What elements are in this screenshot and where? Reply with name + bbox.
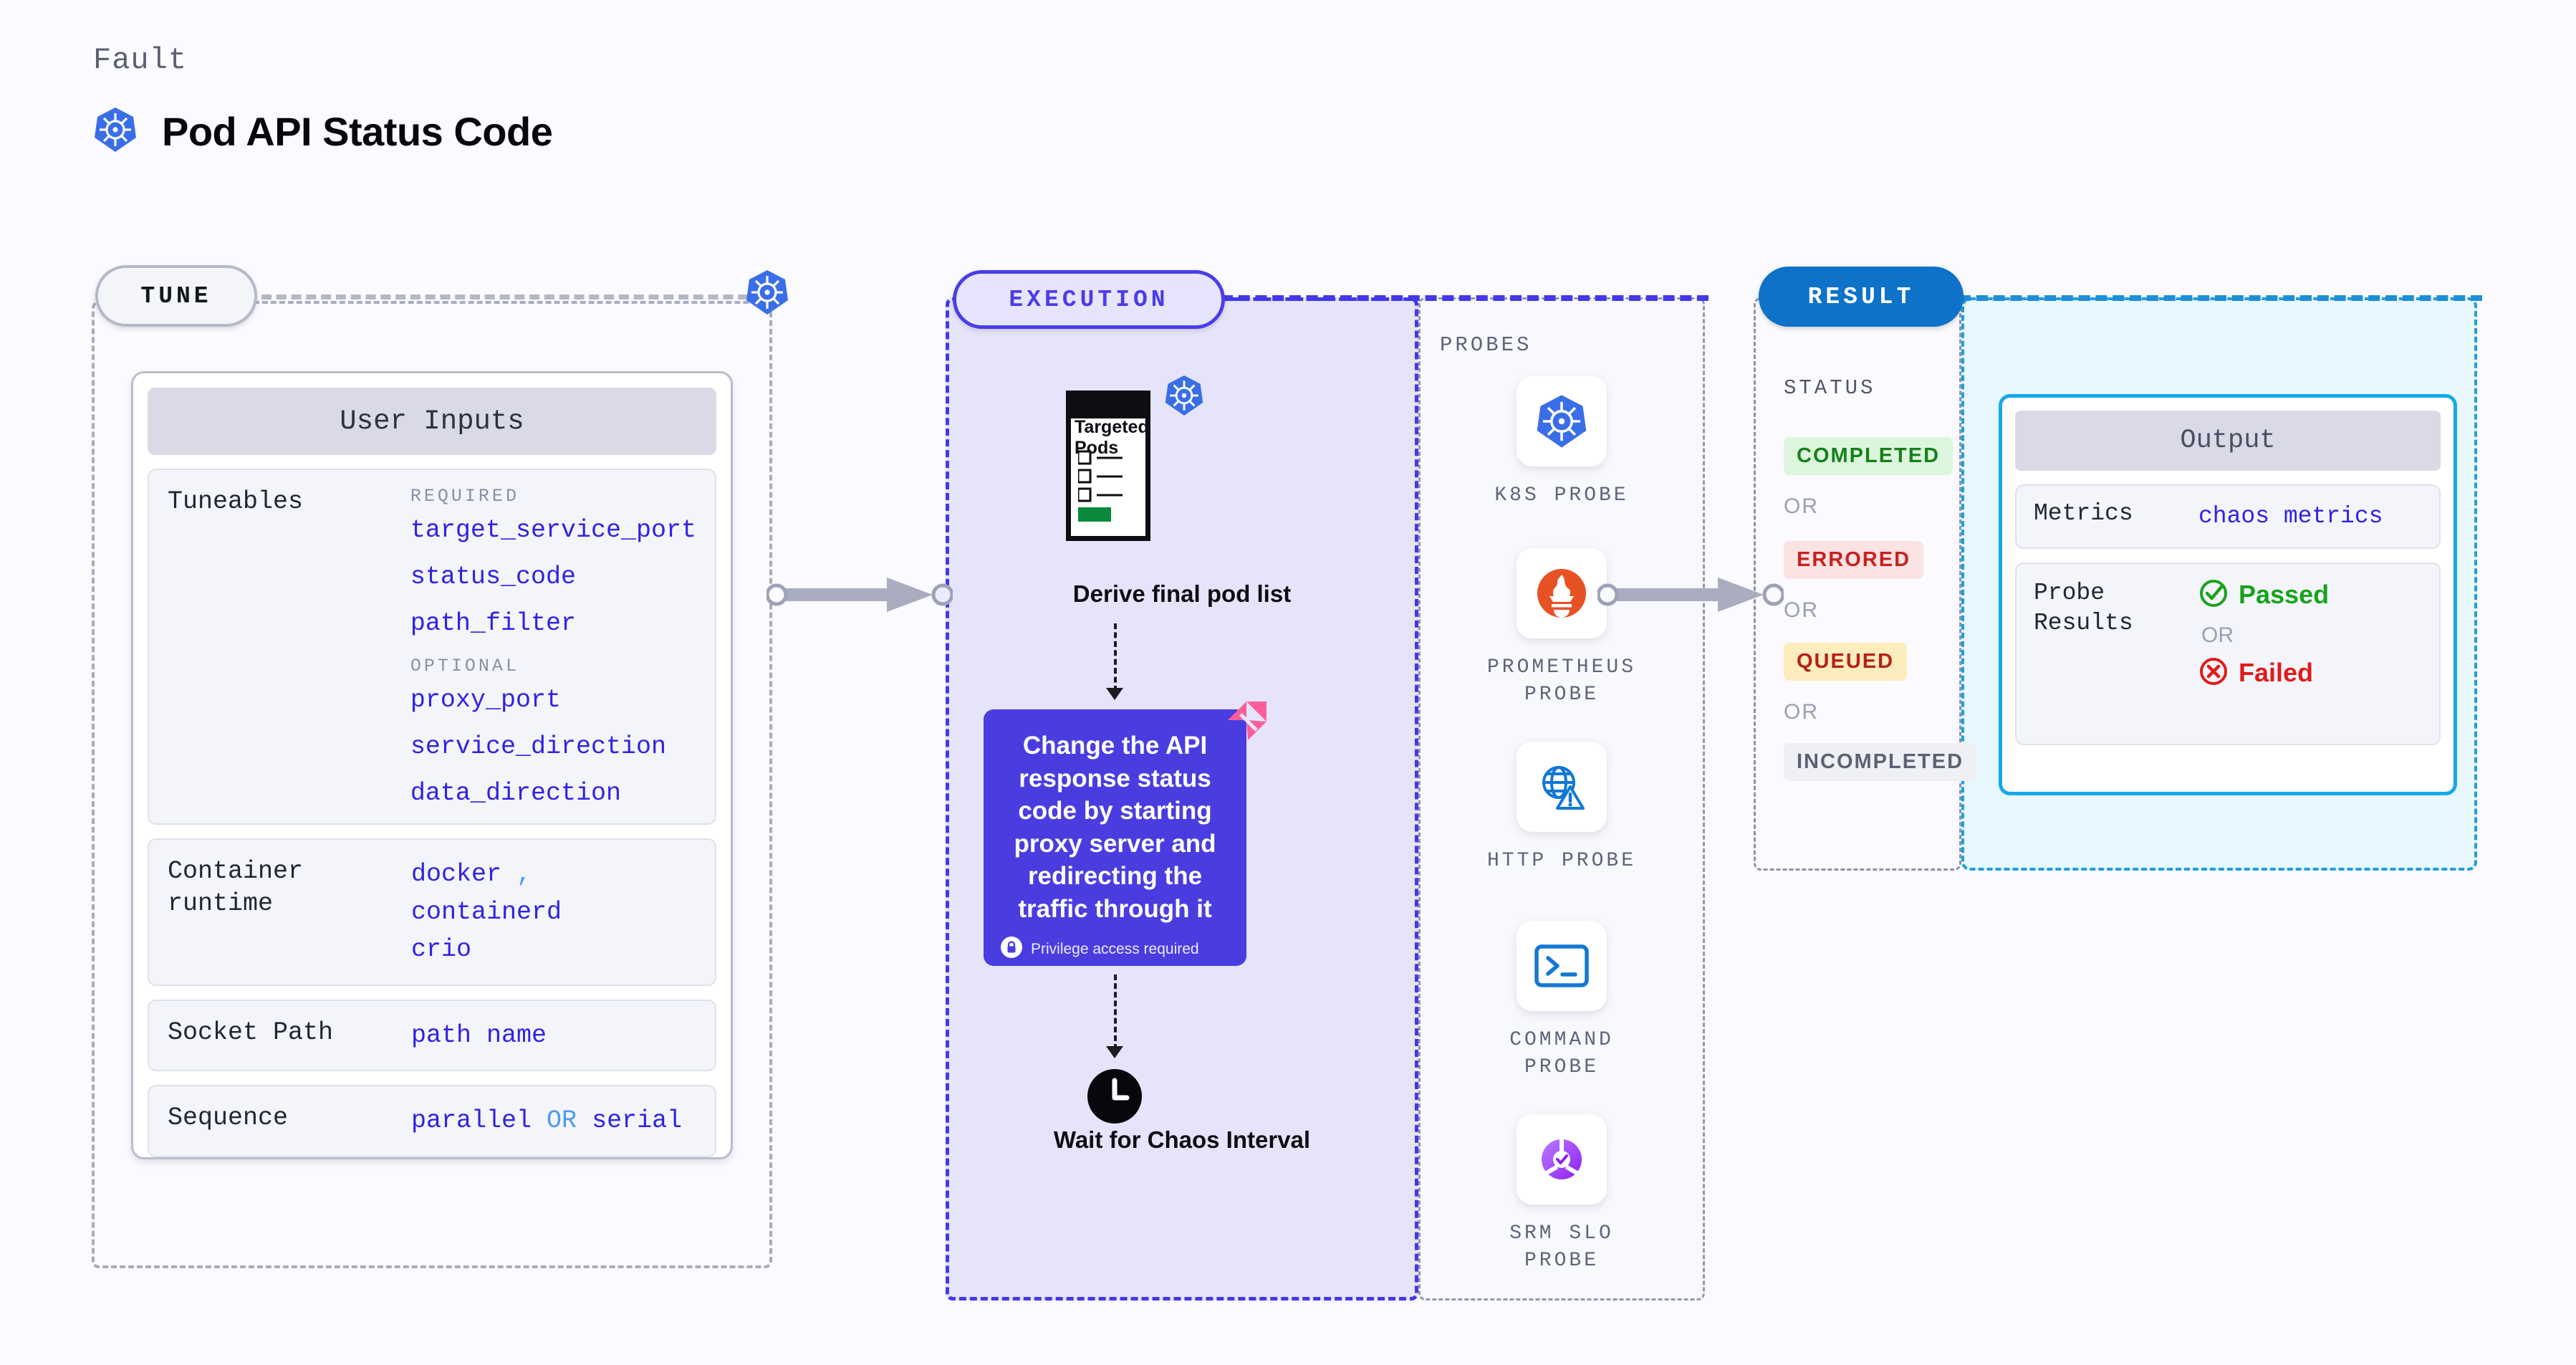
wait-interval-caption: Wait for Chaos Interval [1053, 1126, 1311, 1153]
sequence-value-a: parallel [411, 1106, 532, 1135]
metrics-label: Metrics [2034, 500, 2133, 527]
execution-connector-line [1221, 295, 1708, 301]
page-header: Fault Pod API Status Code [93, 43, 553, 157]
flow-arrowhead-2 [1105, 1045, 1125, 1063]
runtime-value: docker [411, 860, 502, 889]
status-title: STATUS [1784, 376, 1876, 400]
user-inputs-card: User Inputs Tuneables REQUIRED target_se… [131, 371, 733, 1159]
tune-panel [92, 301, 772, 1268]
probe-srm-slo[interactable]: SRM SLO PROBE [1472, 1114, 1651, 1275]
privilege-note: Privilege access required [1001, 937, 1229, 962]
page-title: Pod API Status Code [162, 109, 553, 154]
tuneables-label: Tuneables [168, 487, 304, 516]
privilege-note-text: Privilege access required [1031, 940, 1199, 957]
result-badge[interactable]: RESULT [1759, 267, 1964, 327]
sequence-value-b: serial [592, 1106, 683, 1135]
arrow-tune-to-execution [765, 573, 954, 620]
probe-results-section: Probe Results Passed OR [2015, 562, 2441, 745]
clock-icon [1087, 1069, 1142, 1127]
required-label: REQUIRED [410, 486, 519, 507]
status-badge-completed: COMPLETED [1784, 437, 1953, 475]
socket-path-label: Socket Path [168, 1017, 334, 1047]
result-connector-line [1959, 295, 2482, 301]
x-circle-icon [2198, 656, 2229, 690]
output-title: Output [2015, 411, 2441, 471]
kubernetes-icon [745, 269, 789, 320]
probes-title: PROBES [1440, 333, 1532, 357]
status-badge-queued: QUEUED [1784, 643, 1908, 681]
probe-label: COMMAND PROBE [1509, 1029, 1614, 1078]
probe-results-or: OR [2201, 623, 2234, 647]
probe-label: HTTP PROBE [1486, 850, 1637, 872]
probe-prometheus[interactable]: PROMETHEUS PROBE [1472, 548, 1651, 709]
execution-badge[interactable]: EXECUTION [953, 270, 1225, 329]
status-badge-errored: ERRORED [1784, 541, 1924, 579]
runtime-value: crio [411, 935, 472, 964]
container-runtime-section: Container runtime docker , containerd cr… [148, 838, 716, 986]
fault-eyebrow: Fault [93, 43, 188, 77]
socket-path-section: Socket Path path name [148, 999, 716, 1071]
sequence-section: Sequence parallel OR serial [148, 1085, 716, 1157]
probe-results-label: Probe Results [2034, 579, 2133, 636]
srm-slo-icon [1517, 1114, 1607, 1204]
tune-badge[interactable]: TUNE [95, 265, 257, 327]
targeted-pods-card [1066, 391, 1150, 541]
probe-passed-label: Passed [2239, 580, 2330, 609]
flow-connector-2 [1114, 974, 1117, 1050]
flow-arrowhead-1 [1105, 686, 1125, 704]
probe-http[interactable]: HTTP PROBE [1472, 742, 1651, 875]
flow-connector-1 [1114, 623, 1117, 691]
runtime-separator: , [516, 860, 532, 889]
probe-label: PROMETHEUS PROBE [1486, 656, 1637, 706]
chaos-flag-icon [1225, 699, 1269, 743]
user-inputs-title: User Inputs [148, 388, 716, 455]
globe-warning-icon [1517, 742, 1607, 832]
kubernetes-icon [93, 106, 138, 157]
status-or: OR [1784, 700, 1819, 724]
status-badge-incompleted: INCOMPLETED [1784, 743, 1977, 781]
tuneable-item[interactable]: data_direction [410, 779, 621, 808]
probe-command[interactable]: COMMAND PROBE [1472, 921, 1651, 1081]
action-card: Change the API response status code by s… [984, 709, 1246, 966]
check-circle-icon [2198, 578, 2229, 612]
status-or: OR [1784, 494, 1819, 518]
tuneable-item[interactable]: service_direction [410, 732, 666, 761]
probe-label: K8S PROBE [1494, 484, 1629, 507]
tuneable-item[interactable]: path_filter [410, 609, 576, 638]
metrics-section: Metrics chaos metrics [2015, 484, 2441, 549]
kubernetes-icon [1164, 374, 1204, 421]
action-description: Change the API response status code by s… [1014, 732, 1216, 923]
kubernetes-icon [1517, 376, 1607, 466]
runtime-value: containerd [411, 897, 562, 926]
sequence-or: OR [547, 1106, 577, 1135]
output-card: Output Metrics chaos metrics Probe Resul… [1999, 394, 2457, 795]
status-or: OR [1784, 598, 1819, 622]
tune-connector-line [261, 294, 763, 300]
targeted-pods-title: Targeted Pods [1075, 417, 1149, 458]
sequence-label: Sequence [168, 1103, 289, 1132]
tuneables-section: Tuneables REQUIRED target_service_port s… [148, 469, 716, 825]
tuneable-item[interactable]: status_code [410, 562, 576, 591]
probe-k8s[interactable]: K8S PROBE [1472, 376, 1651, 509]
terminal-icon [1517, 921, 1607, 1011]
derive-pod-list-caption: Derive final pod list [1072, 580, 1292, 607]
probe-label: SRM SLO PROBE [1509, 1222, 1614, 1272]
prometheus-icon [1517, 548, 1607, 638]
metrics-value: chaos metrics [2198, 503, 2383, 530]
arrow-execution-to-result [1596, 573, 1785, 620]
socket-path-value: path name [411, 1020, 547, 1050]
tuneable-item[interactable]: proxy_port [410, 686, 561, 714]
lock-icon [1001, 937, 1022, 962]
tuneable-item[interactable]: target_service_port [410, 516, 696, 545]
probe-failed-label: Failed [2239, 658, 2314, 687]
container-runtime-label: Container runtime [168, 857, 304, 918]
optional-label: OPTIONAL [410, 656, 519, 676]
